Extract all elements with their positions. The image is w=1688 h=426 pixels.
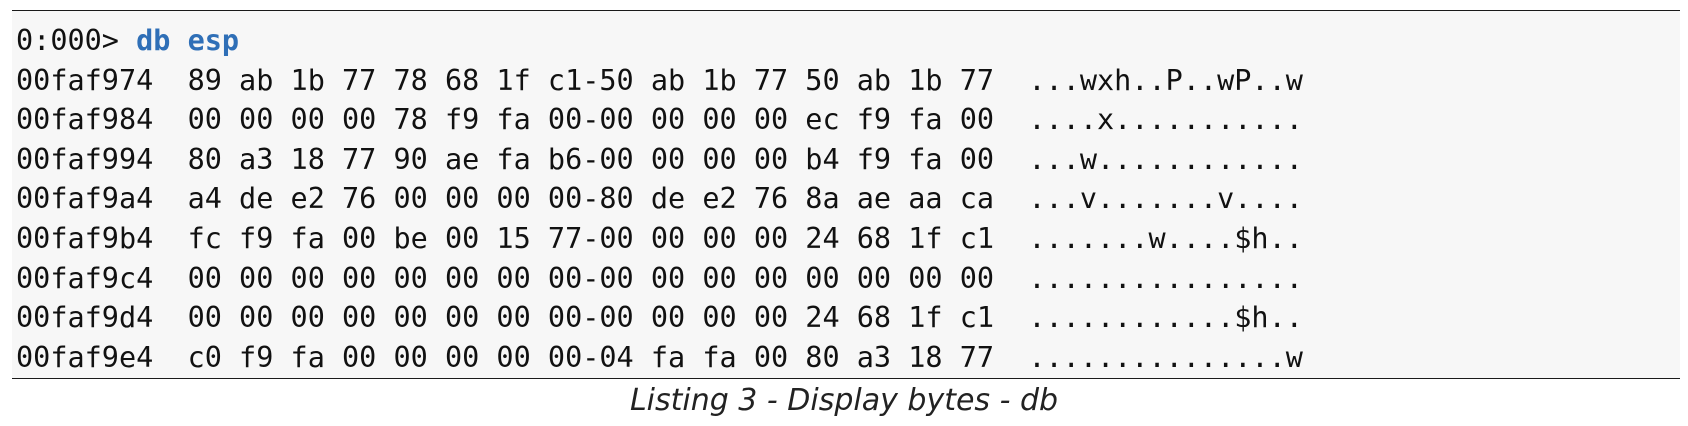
prompt-line: 0:000> db esp: [16, 21, 1680, 61]
dump-row: 00faf9d4 00 00 00 00 00 00 00 00-00 00 0…: [16, 301, 1303, 335]
dump-row: 00faf9c4 00 00 00 00 00 00 00 00-00 00 0…: [16, 261, 1303, 295]
prompt-prefix: 0:000>: [16, 24, 137, 57]
listing-caption: Listing 3 - Display bytes - db: [629, 383, 1059, 418]
dump-row: 00faf9b4 fc f9 fa 00 be 00 15 77-00 00 0…: [16, 221, 1303, 255]
code-listing: 0:000> db esp 00faf974 89 ab 1b 77 78 68…: [12, 10, 1680, 379]
dump-row: 00faf9a4 a4 de e2 76 00 00 00 00-80 de e…: [16, 182, 1303, 216]
dump-row: 00faf984 00 00 00 00 78 f9 fa 00-00 00 0…: [16, 103, 1303, 137]
command-text: db esp: [136, 24, 240, 57]
dump-row: 00faf9e4 c0 f9 fa 00 00 00 00 00-04 fa f…: [16, 340, 1303, 374]
dump-row: 00faf994 80 a3 18 77 90 ae fa b6-00 00 0…: [16, 142, 1303, 176]
dump-row: 00faf974 89 ab 1b 77 78 68 1f c1-50 ab 1…: [16, 63, 1303, 97]
